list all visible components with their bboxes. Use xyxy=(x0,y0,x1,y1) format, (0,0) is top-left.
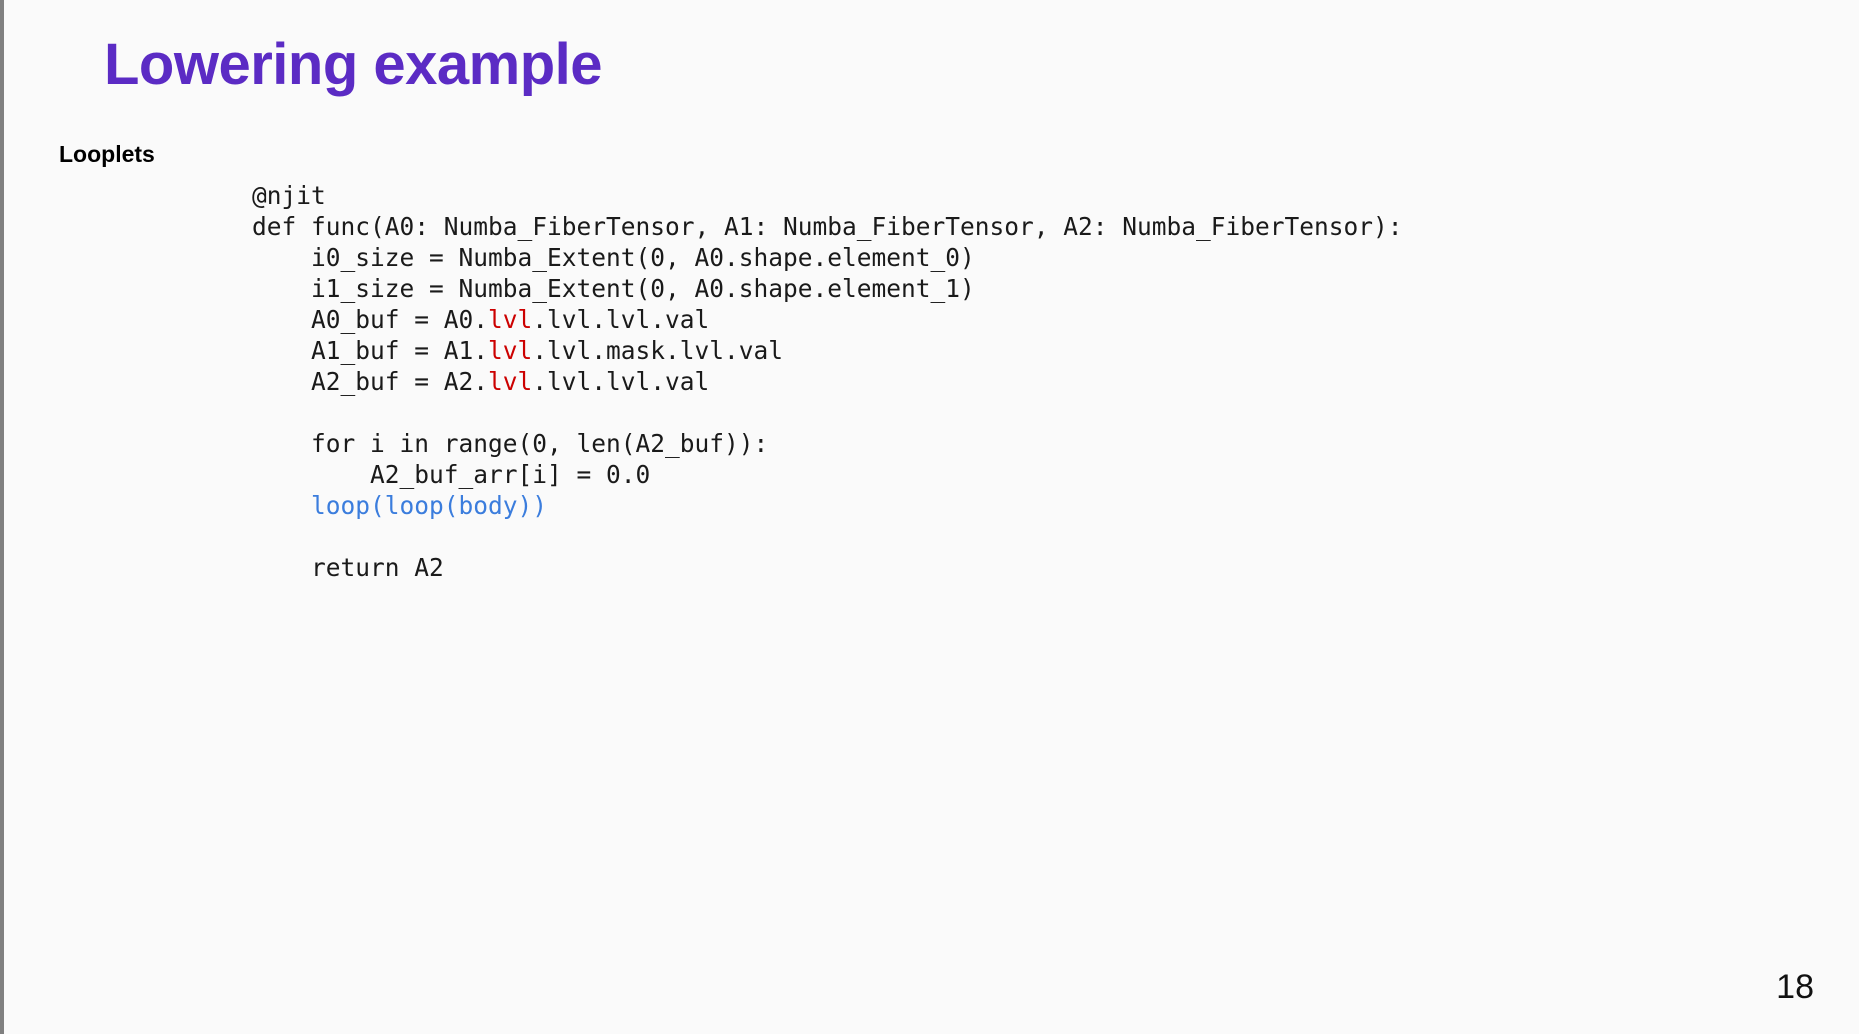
code-line: def func(A0: Numba_FiberTensor, A1: Numb… xyxy=(252,211,1403,242)
code-token: @njit xyxy=(252,181,326,210)
code-token-highlight-red: lvl xyxy=(488,305,533,334)
code-token: A2_buf_arr[i] = 0.0 xyxy=(252,460,651,489)
code-line: A0_buf = A0.lvl.lvl.lvl.val xyxy=(252,304,1403,335)
code-token: i0_size = Numba_Extent(0, A0.shape.eleme… xyxy=(252,243,975,272)
code-token: for i in range(0, len(A2_buf)): xyxy=(252,429,769,458)
code-line: A2_buf_arr[i] = 0.0 xyxy=(252,459,1403,490)
code-line xyxy=(252,521,1403,552)
code-line: i0_size = Numba_Extent(0, A0.shape.eleme… xyxy=(252,242,1403,273)
code-token: return A2 xyxy=(252,553,444,582)
code-token-highlight-red: lvl xyxy=(488,367,533,396)
section-label-looplets: Looplets xyxy=(59,141,155,167)
page-title: Lowering example xyxy=(104,32,603,97)
code-token: def func(A0: Numba_FiberTensor, A1: Numb… xyxy=(252,212,1403,241)
code-token: A1_buf = A1. xyxy=(252,336,489,365)
page-number: 18 xyxy=(1776,968,1814,1006)
code-line xyxy=(252,397,1403,428)
code-token: .lvl.mask.lvl.val xyxy=(532,336,784,365)
code-line: for i in range(0, len(A2_buf)): xyxy=(252,428,1403,459)
code-line: A1_buf = A1.lvl.lvl.mask.lvl.val xyxy=(252,335,1403,366)
code-token: .lvl.lvl.val xyxy=(532,305,710,334)
code-line: return A2 xyxy=(252,552,1403,583)
code-line: @njit xyxy=(252,180,1403,211)
code-line: loop(loop(body)) xyxy=(252,490,1403,521)
code-token-highlight-blue: loop(loop(body)) xyxy=(252,491,548,520)
code-token-highlight-red: lvl xyxy=(488,336,533,365)
code-line: i1_size = Numba_Extent(0, A0.shape.eleme… xyxy=(252,273,1403,304)
code-token: A2_buf = A2. xyxy=(252,367,489,396)
code-token: i1_size = Numba_Extent(0, A0.shape.eleme… xyxy=(252,274,975,303)
code-token: A0_buf = A0. xyxy=(252,305,489,334)
code-line: A2_buf = A2.lvl.lvl.lvl.val xyxy=(252,366,1403,397)
code-token: .lvl.lvl.val xyxy=(532,367,710,396)
